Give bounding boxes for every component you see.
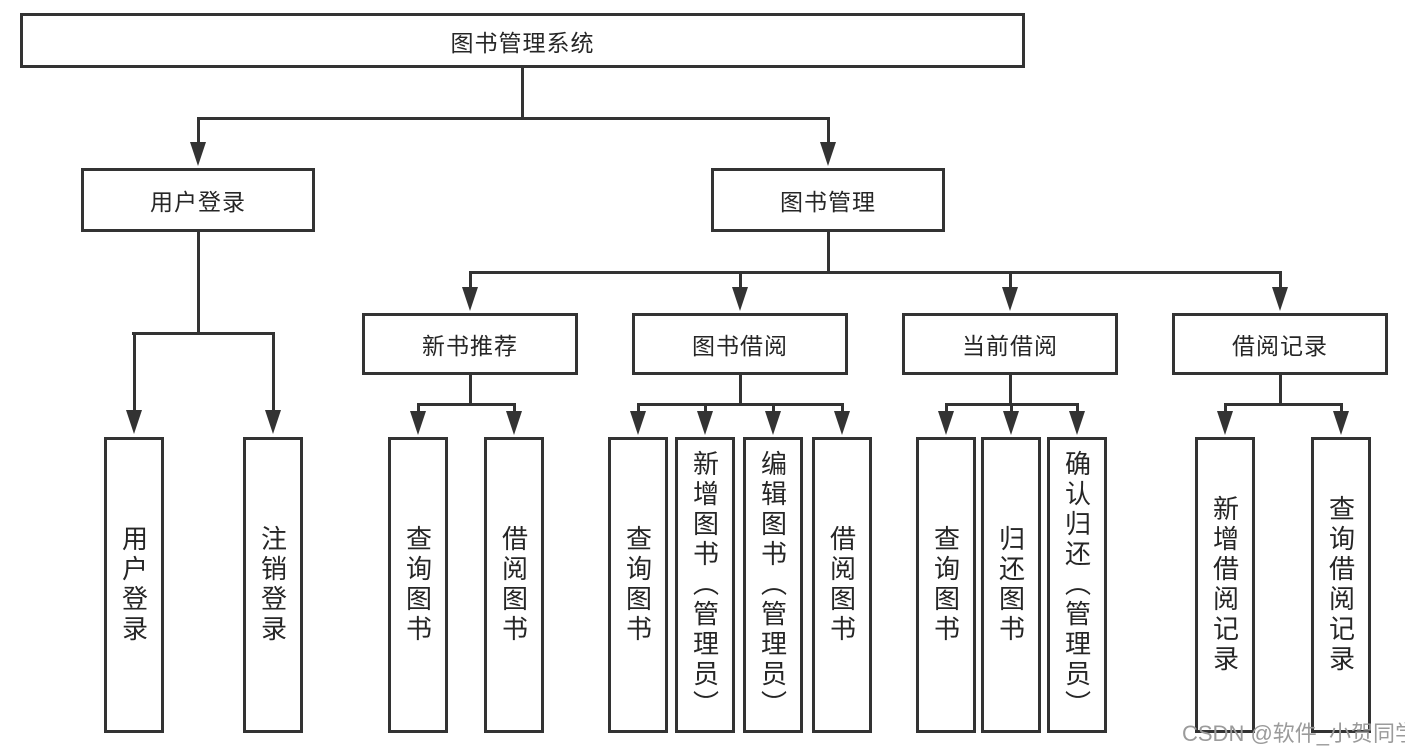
connector-line [197, 117, 200, 145]
connector-line [272, 332, 275, 412]
node-root-library-system: 图书管理系统 [20, 13, 1025, 68]
arrowhead-icon [265, 410, 281, 434]
leaf-query-books-recommend: 查询图书 [388, 437, 448, 733]
leaf-query-books-borrow: 查询图书 [608, 437, 668, 733]
connector-line [637, 403, 640, 415]
connector-line [197, 232, 200, 335]
arrowhead-icon [820, 142, 836, 166]
leaf-borrow-books: 借阅图书 [812, 437, 872, 733]
arrowhead-icon [1002, 287, 1018, 311]
connector-line [1009, 271, 1012, 289]
leaf-add-borrow-record: 新增借阅记录 [1195, 437, 1255, 733]
node-user-login: 用户登录 [81, 168, 315, 232]
connector-line [133, 332, 136, 412]
connector-line [1340, 403, 1343, 415]
leaf-confirm-return-admin: 确认归还（管理员） [1047, 437, 1107, 733]
arrowhead-icon [462, 287, 478, 311]
connector-line [945, 403, 948, 415]
arrowhead-icon [697, 411, 713, 435]
connector-line [1224, 403, 1343, 406]
connector-line [1010, 403, 1013, 415]
leaf-borrow-books-recommend: 借阅图书 [484, 437, 544, 733]
csdn-watermark: CSDN @软件_小贺同学 [1182, 721, 1405, 746]
arrowhead-icon [732, 287, 748, 311]
connector-line [1279, 271, 1282, 289]
connector-line [841, 403, 844, 415]
arrowhead-icon [190, 142, 206, 166]
leaf-user-login: 用户登录 [104, 437, 164, 733]
leaf-logout: 注销登录 [243, 437, 303, 733]
arrowhead-icon [410, 411, 426, 435]
arrowhead-icon [1217, 411, 1233, 435]
arrowhead-icon [834, 411, 850, 435]
connector-line [1076, 403, 1079, 415]
connector-line [827, 117, 830, 145]
connector-line [827, 232, 830, 274]
connector-line [469, 271, 472, 289]
arrowhead-icon [1003, 411, 1019, 435]
connector-line [1009, 375, 1012, 406]
node-new-book-recommend: 新书推荐 [362, 313, 578, 375]
leaf-query-borrow-record: 查询借阅记录 [1311, 437, 1371, 733]
arrowhead-icon [1272, 287, 1288, 311]
connector-line [772, 403, 775, 415]
arrowhead-icon [765, 411, 781, 435]
connector-line [513, 403, 516, 415]
node-current-borrowing: 当前借阅 [902, 313, 1118, 375]
connector-line [1224, 403, 1227, 415]
connector-line [1279, 375, 1282, 406]
arrowhead-icon [1069, 411, 1085, 435]
connector-line [469, 375, 472, 406]
leaf-query-books-current: 查询图书 [916, 437, 976, 733]
arrowhead-icon [506, 411, 522, 435]
leaf-add-books-admin: 新增图书（管理员） [675, 437, 735, 733]
connector-line [197, 117, 830, 120]
node-borrowing-records: 借阅记录 [1172, 313, 1388, 375]
connector-line [417, 403, 516, 406]
connector-line [132, 332, 275, 335]
connector-line [417, 403, 420, 415]
connector-line [739, 375, 742, 406]
leaf-return-books: 归还图书 [981, 437, 1041, 733]
leaf-edit-books-admin: 编辑图书（管理员） [743, 437, 803, 733]
arrowhead-icon [1333, 411, 1349, 435]
arrowhead-icon [630, 411, 646, 435]
connector-line [637, 403, 844, 406]
connector-line [521, 68, 524, 120]
arrowhead-icon [938, 411, 954, 435]
connector-line [469, 271, 1281, 274]
connector-line [704, 403, 707, 415]
node-book-management: 图书管理 [711, 168, 945, 232]
connector-line [739, 271, 742, 289]
node-book-borrowing: 图书借阅 [632, 313, 848, 375]
arrowhead-icon [126, 410, 142, 434]
